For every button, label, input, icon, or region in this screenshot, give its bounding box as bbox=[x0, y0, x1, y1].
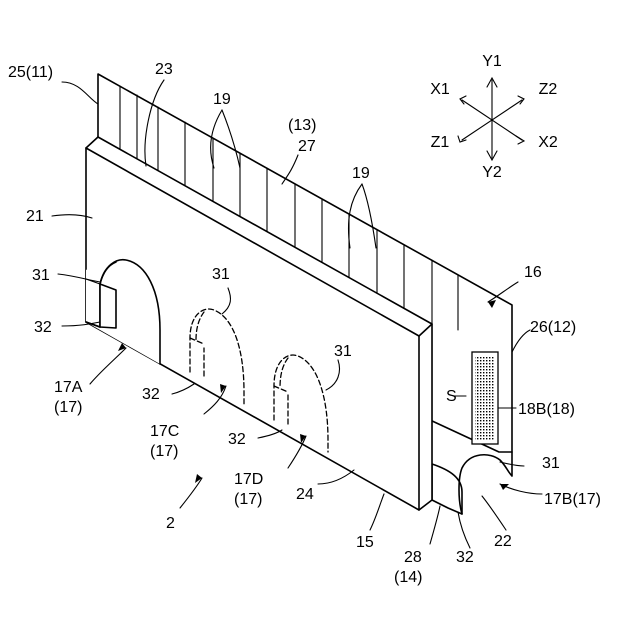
label-16: 16 bbox=[524, 264, 542, 281]
label-32-b: 32 bbox=[142, 386, 160, 403]
label-31-d: 31 bbox=[542, 455, 560, 472]
axis-x2-label: X2 bbox=[538, 134, 558, 151]
label-19-lower: 19 bbox=[352, 165, 370, 182]
label-23: 23 bbox=[155, 61, 173, 78]
axis-x1-label: X1 bbox=[430, 81, 450, 98]
label-19-upper: 19 bbox=[213, 91, 231, 108]
axis-y2-label: Y2 bbox=[482, 164, 502, 181]
label-17c: 17C bbox=[150, 423, 179, 440]
label-32-a: 32 bbox=[34, 319, 52, 336]
label-17d: 17D bbox=[234, 471, 263, 488]
axis-y1-label: Y1 bbox=[482, 53, 502, 70]
label-25-11: 25(11) bbox=[8, 64, 53, 81]
label-24: 24 bbox=[296, 486, 314, 503]
label-31-a: 31 bbox=[32, 267, 50, 284]
label-27: 27 bbox=[298, 138, 316, 155]
label-31-c: 31 bbox=[334, 343, 352, 360]
label-28: 28 bbox=[404, 549, 422, 566]
label-2: 2 bbox=[166, 515, 175, 532]
label-13: (13) bbox=[288, 117, 316, 134]
label-32-d: 32 bbox=[456, 549, 474, 566]
label-s: S bbox=[446, 388, 457, 405]
axis-indicator: Y1 Y2 X1 X2 Z1 Z2 bbox=[430, 53, 558, 181]
rear-plate-lower bbox=[432, 452, 512, 514]
label-17d-paren: (17) bbox=[234, 491, 262, 508]
label-17a-paren: (17) bbox=[54, 399, 82, 416]
label-26-12: 26(12) bbox=[530, 319, 576, 336]
label-18b: 18B(18) bbox=[518, 401, 575, 418]
label-22: 22 bbox=[494, 533, 512, 550]
label-32-c: 32 bbox=[228, 431, 246, 448]
label-17b: 17B(17) bbox=[544, 491, 601, 508]
label-15: 15 bbox=[356, 534, 374, 551]
axis-z2-label: Z2 bbox=[539, 81, 558, 98]
label-17c-paren: (17) bbox=[150, 443, 178, 460]
axis-z1-label: Z1 bbox=[431, 134, 450, 151]
label-17a: 17A bbox=[54, 379, 83, 396]
label-14: (14) bbox=[394, 569, 422, 586]
label-21: 21 bbox=[26, 208, 44, 225]
sensor-window-18b bbox=[472, 352, 498, 444]
label-31-b: 31 bbox=[212, 266, 230, 283]
